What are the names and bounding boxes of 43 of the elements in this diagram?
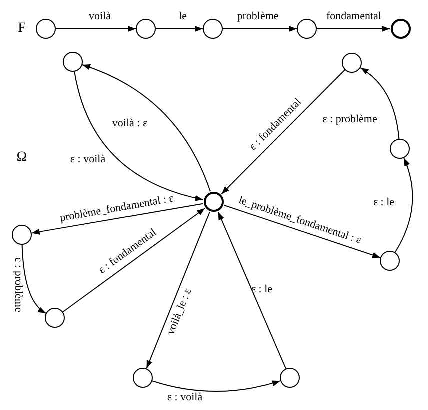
transition-arrow <box>222 26 298 32</box>
edge-label: ε : problème <box>12 256 24 314</box>
transition-arrow <box>218 212 287 370</box>
state-circle <box>133 368 153 388</box>
transition-arrow <box>221 70 346 195</box>
state-circle <box>380 251 400 271</box>
transition-arrow <box>82 64 211 192</box>
edge-label: ε : le <box>372 198 396 208</box>
state-circle <box>280 368 300 388</box>
final-state-circle <box>391 19 411 39</box>
transition-arrow <box>156 26 204 32</box>
state-circle <box>12 225 32 245</box>
edge-label: ε : voilà <box>69 154 107 166</box>
transition-arrow <box>394 158 414 254</box>
state-circle <box>45 308 65 328</box>
transition-arrow <box>62 208 206 313</box>
transition-arrow <box>31 203 204 235</box>
edge-label: voilà <box>88 12 112 22</box>
transition-arrow <box>22 244 47 314</box>
edge-label: fondamental <box>326 12 382 22</box>
transition-arrow <box>146 212 210 370</box>
automaton-name: Ω <box>16 151 28 165</box>
edge-label: voilà_le : ε <box>165 286 195 338</box>
transition-arrow <box>152 380 281 392</box>
state-circle <box>63 52 83 72</box>
transition-arrow <box>316 26 390 32</box>
state-circle <box>297 19 317 39</box>
transition-arrow <box>56 26 136 32</box>
edge-label: le <box>178 12 188 22</box>
transition-arrow <box>74 71 204 201</box>
automaton-name: F <box>18 22 26 36</box>
state-circle <box>390 139 410 159</box>
transition-arrow <box>224 205 382 258</box>
edge-label: voilà : ε <box>111 118 149 130</box>
state-circle <box>36 19 56 39</box>
edge-label: problème <box>236 12 280 22</box>
transition-arrow <box>360 68 400 140</box>
state-circle <box>203 19 223 39</box>
edge-label: ε : problème <box>322 114 378 126</box>
state-circle <box>342 53 362 73</box>
edge-label: ε : voilà <box>166 392 204 404</box>
final-state-circle <box>204 192 224 212</box>
state-circle <box>136 19 156 39</box>
